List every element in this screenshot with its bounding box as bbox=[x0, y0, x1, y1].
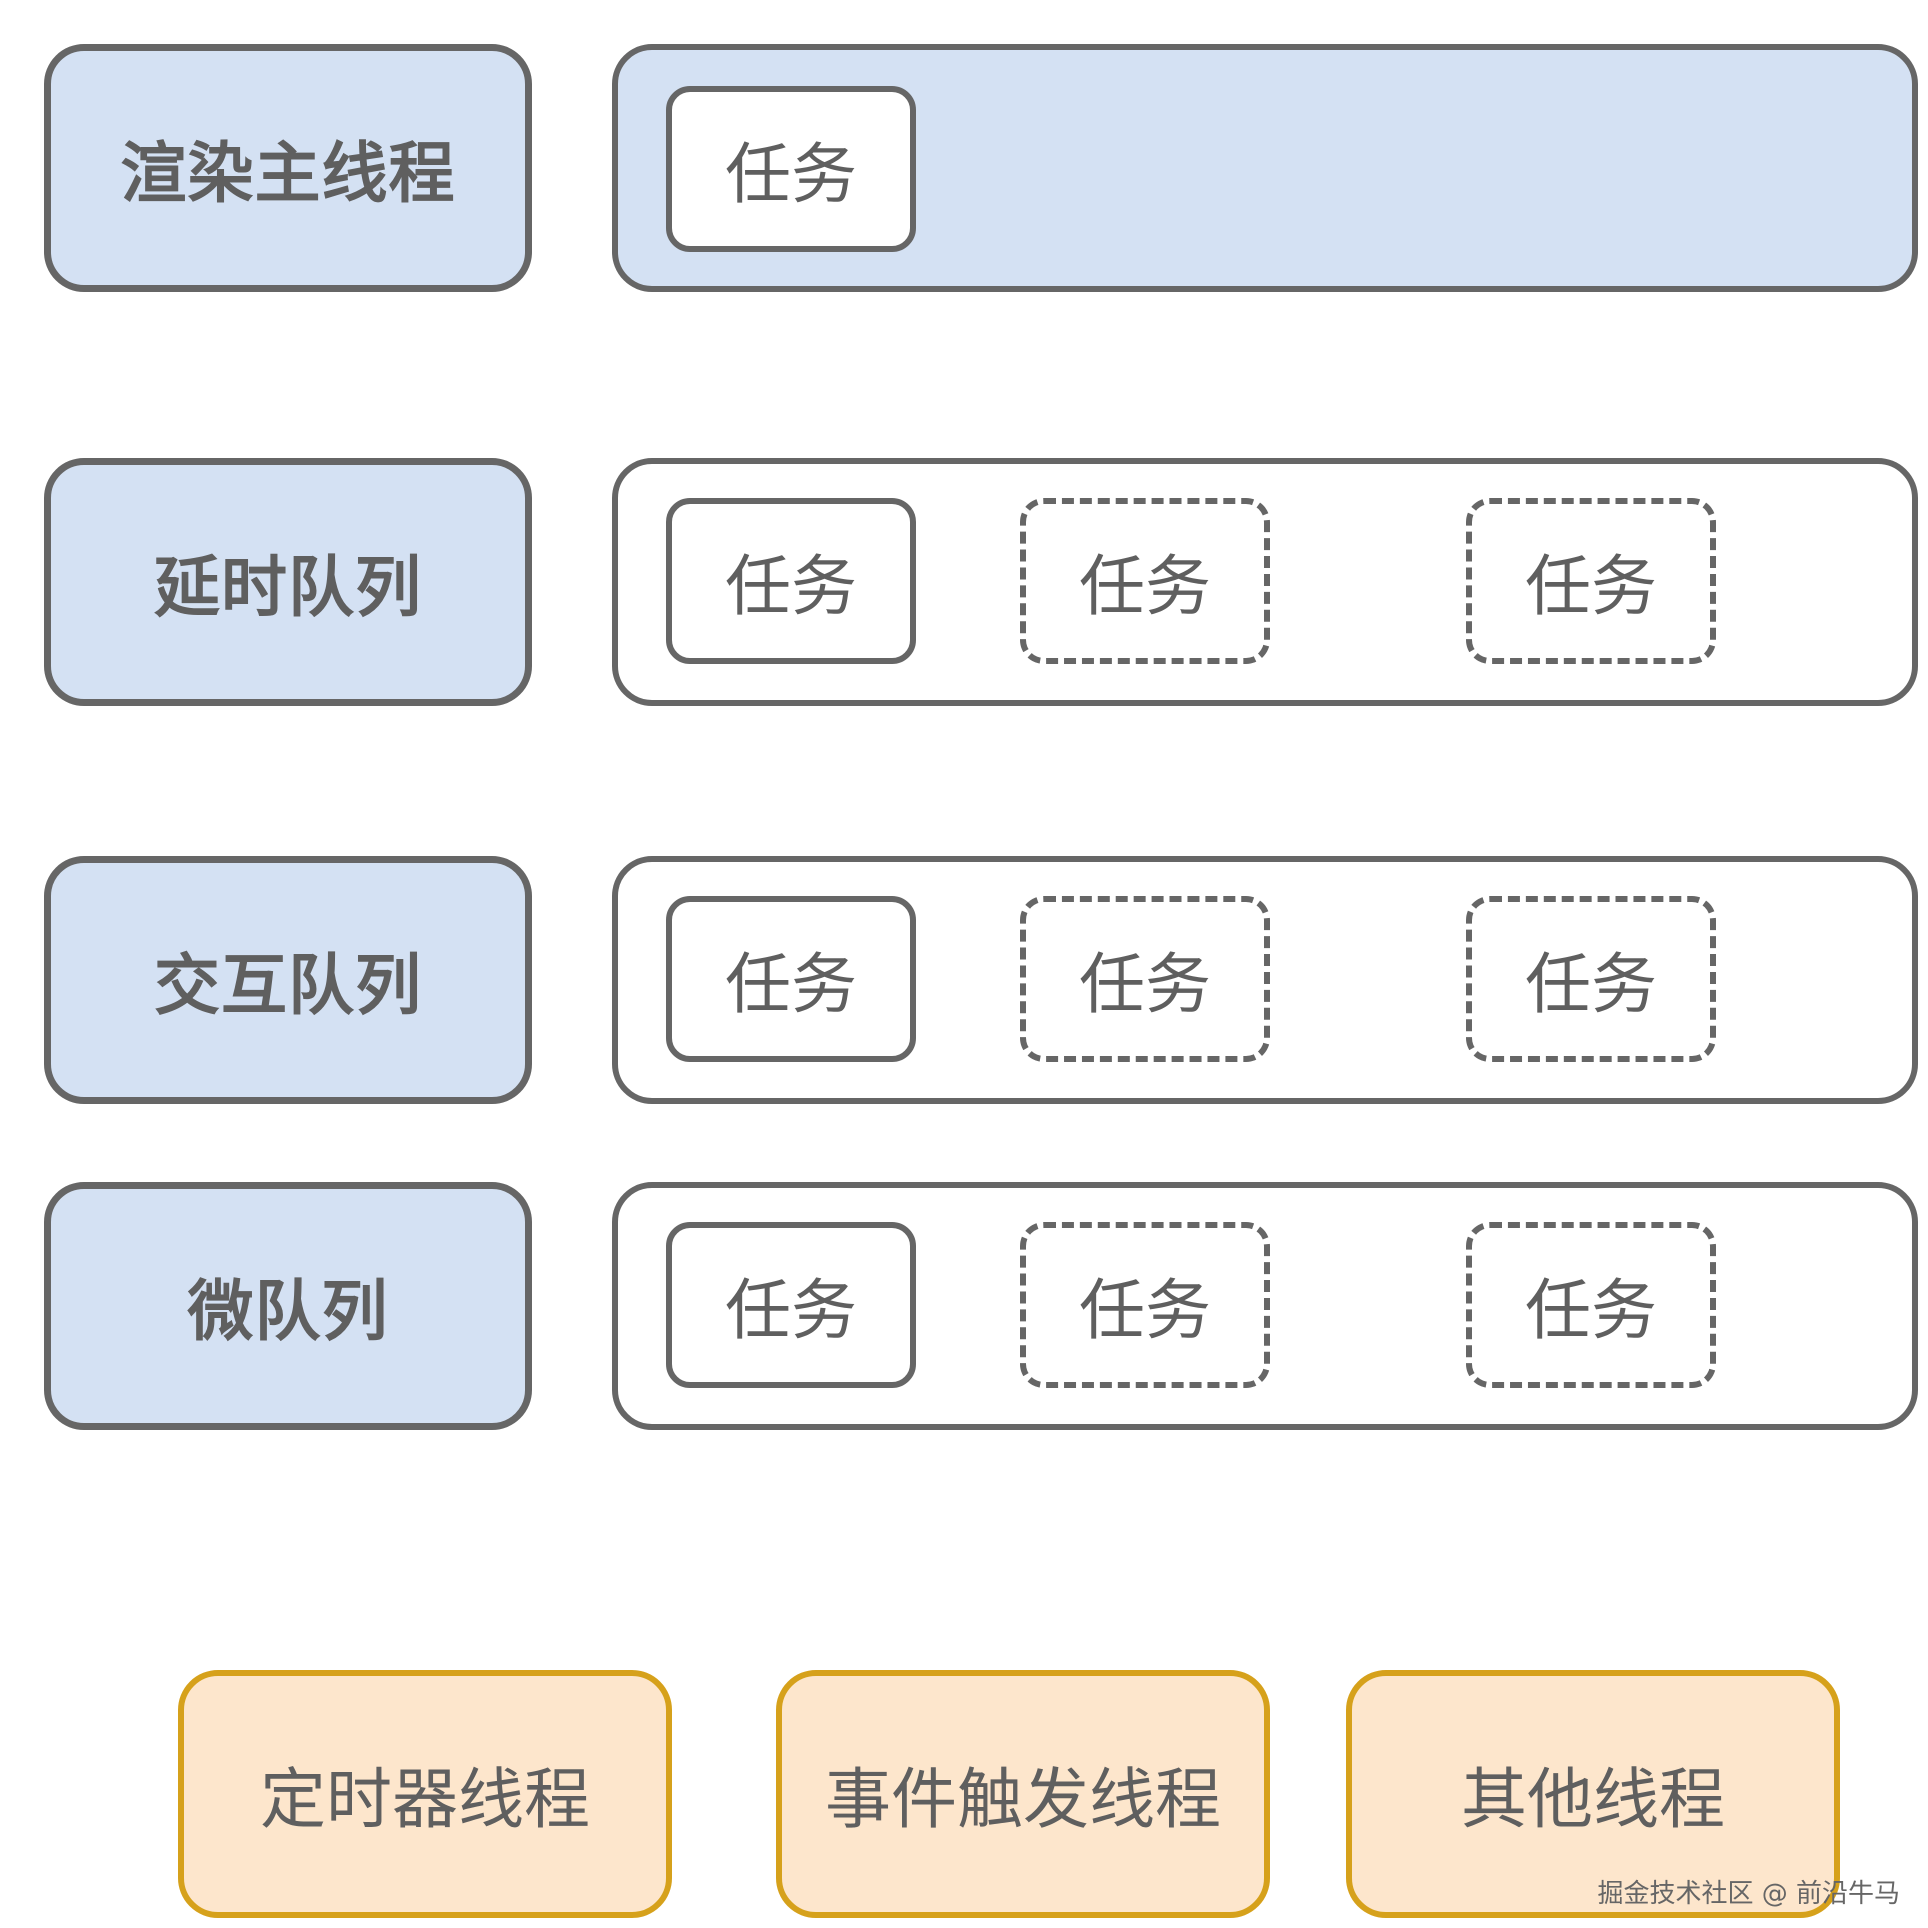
watermark: 掘金技术社区 @ 前沿牛马 bbox=[1597, 1879, 1900, 1909]
micro-queue-task-3: 任务 bbox=[1466, 1222, 1716, 1388]
delay-queue-task-2: 任务 bbox=[1020, 498, 1270, 664]
render-main-thread-label: 渲染主线程 bbox=[44, 44, 532, 292]
micro-queue-task-1: 任务 bbox=[666, 1222, 916, 1388]
interaction-queue-task-3: 任务 bbox=[1466, 896, 1716, 1062]
micro-queue-task-2: 任务 bbox=[1020, 1222, 1270, 1388]
interaction-queue-label: 交互队列 bbox=[44, 856, 532, 1104]
delay-queue-task-1: 任务 bbox=[666, 498, 916, 664]
interaction-queue-task-1: 任务 bbox=[666, 896, 916, 1062]
interaction-queue-task-2: 任务 bbox=[1020, 896, 1270, 1062]
micro-queue-label: 微队列 bbox=[44, 1182, 532, 1430]
render-main-thread-task: 任务 bbox=[666, 86, 916, 252]
other-threads-box: 其他线程 bbox=[1346, 1670, 1840, 1918]
delay-queue-task-3: 任务 bbox=[1466, 498, 1716, 664]
delay-queue-label: 延时队列 bbox=[44, 458, 532, 706]
event-trigger-thread-box: 事件触发线程 bbox=[776, 1670, 1270, 1918]
timer-thread-box: 定时器线程 bbox=[178, 1670, 672, 1918]
